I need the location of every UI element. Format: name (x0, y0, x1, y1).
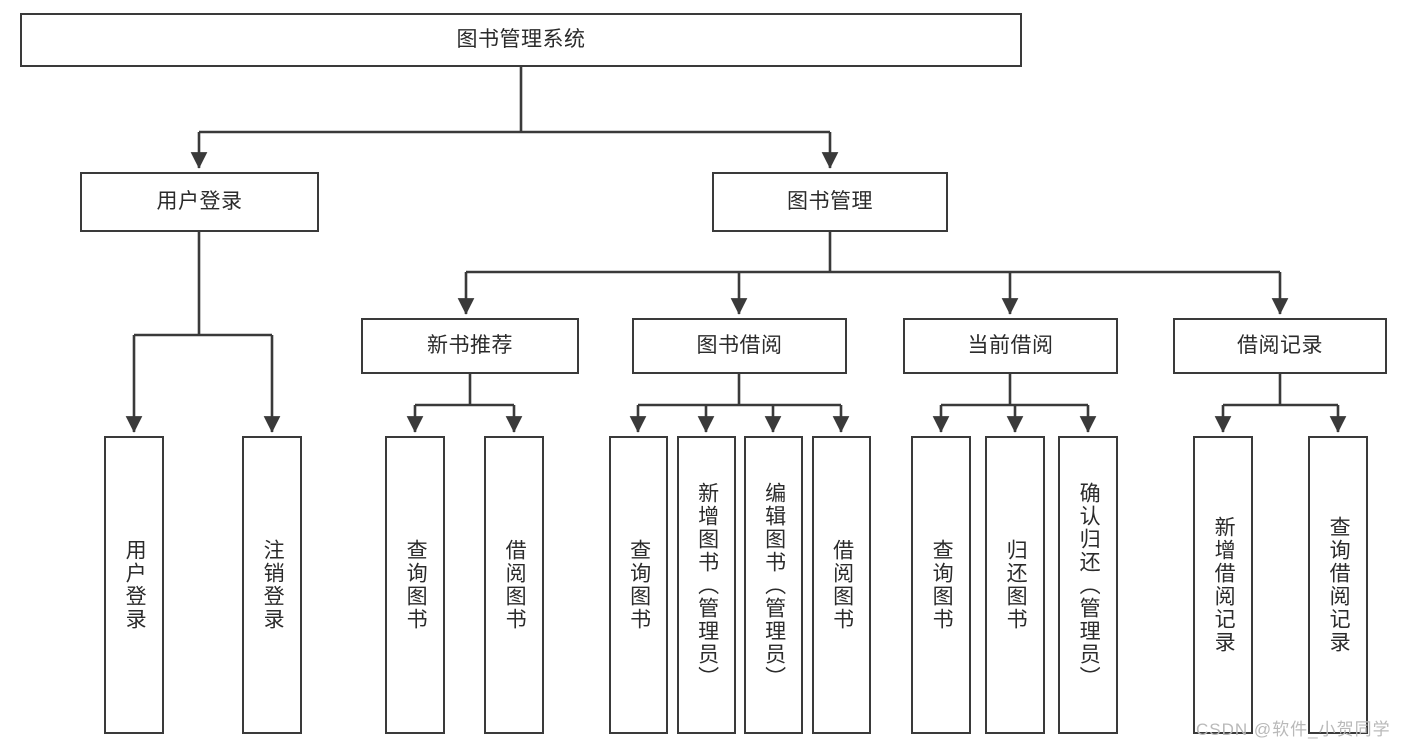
node-leaf-return-book-label: 归还图书 (1004, 539, 1028, 631)
node-leaf-query-book-current[interactable]: 查询图书 (911, 436, 971, 734)
node-leaf-query-book-borrow[interactable]: 查询图书 (609, 436, 668, 734)
node-book-management[interactable]: 图书管理 (712, 172, 948, 232)
node-leaf-add-book-label: 新增图书（管理员） (695, 481, 719, 689)
node-borrow-record[interactable]: 借阅记录 (1173, 318, 1387, 374)
node-leaf-confirm-return-label: 确认归还（管理员） (1077, 481, 1101, 689)
node-leaf-borrow-book[interactable]: 借阅图书 (812, 436, 871, 734)
node-current-borrow-label: 当前借阅 (967, 334, 1054, 358)
node-new-book-recommend[interactable]: 新书推荐 (361, 318, 579, 374)
node-new-book-recommend-label: 新书推荐 (427, 334, 513, 358)
node-leaf-user-login-label: 用户登录 (123, 539, 147, 631)
node-leaf-add-borrow-record-label: 新增借阅记录 (1212, 516, 1236, 654)
node-root-label: 图书管理系统 (456, 28, 586, 52)
node-borrow-record-label: 借阅记录 (1237, 334, 1323, 358)
node-book-management-label: 图书管理 (787, 190, 873, 214)
node-leaf-add-book[interactable]: 新增图书（管理员） (677, 436, 736, 734)
node-leaf-query-borrow-record[interactable]: 查询借阅记录 (1308, 436, 1368, 734)
node-user-login[interactable]: 用户登录 (80, 172, 319, 232)
node-leaf-user-login[interactable]: 用户登录 (104, 436, 164, 734)
node-leaf-borrow-book-recommend-label: 借阅图书 (503, 539, 527, 631)
node-leaf-borrow-book-recommend[interactable]: 借阅图书 (484, 436, 544, 734)
node-leaf-logout-label: 注销登录 (261, 539, 285, 631)
csdn-watermark-text: CSDN @软件_小贺同学 (1196, 720, 1391, 739)
node-book-borrow[interactable]: 图书借阅 (632, 318, 847, 374)
node-leaf-confirm-return[interactable]: 确认归还（管理员） (1058, 436, 1118, 734)
node-user-login-label: 用户登录 (156, 190, 243, 214)
node-leaf-return-book[interactable]: 归还图书 (985, 436, 1045, 734)
csdn-watermark: CSDN @软件_小贺同学 (1196, 715, 1391, 740)
node-leaf-edit-book[interactable]: 编辑图书（管理员） (744, 436, 803, 734)
node-leaf-logout[interactable]: 注销登录 (242, 436, 302, 734)
node-leaf-query-book-recommend[interactable]: 查询图书 (385, 436, 445, 734)
node-leaf-query-book-borrow-label: 查询图书 (627, 539, 651, 631)
node-leaf-add-borrow-record[interactable]: 新增借阅记录 (1193, 436, 1253, 734)
node-leaf-borrow-book-label: 借阅图书 (830, 539, 854, 631)
node-leaf-query-book-recommend-label: 查询图书 (404, 539, 428, 631)
node-root[interactable]: 图书管理系统 (20, 13, 1022, 67)
node-leaf-edit-book-label: 编辑图书（管理员） (762, 481, 786, 689)
node-leaf-query-book-current-label: 查询图书 (930, 539, 954, 631)
node-leaf-query-borrow-record-label: 查询借阅记录 (1327, 516, 1351, 654)
node-book-borrow-label: 图书借阅 (696, 334, 783, 358)
node-current-borrow[interactable]: 当前借阅 (903, 318, 1118, 374)
